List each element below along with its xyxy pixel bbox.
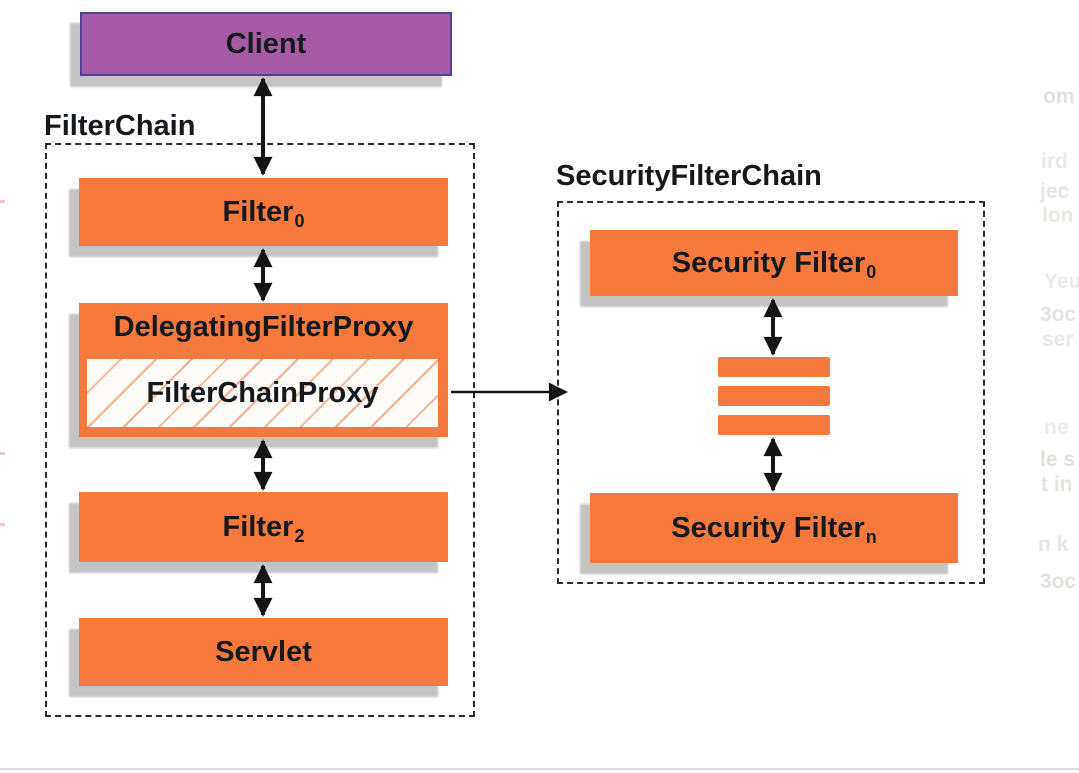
filterchain-title: FilterChain	[44, 110, 196, 142]
background-text-fragment: jec	[1040, 180, 1070, 203]
securityfilterchain-title: SecurityFilterChain	[556, 160, 822, 192]
filters-ellipsis-bar	[718, 357, 830, 377]
filter2-subscript: 2	[294, 525, 305, 546]
security-filter0-label: Security Filter	[671, 246, 866, 279]
filter2-label: Filter	[222, 510, 294, 543]
background-text-fragment: 3oc	[1040, 570, 1077, 593]
edge-mark	[0, 523, 5, 526]
client-node: Client	[80, 12, 452, 76]
edge-mark	[0, 200, 5, 203]
background-text-fragment: ird	[1041, 150, 1068, 173]
filters-ellipsis-bar	[718, 415, 830, 435]
delegating-filter-proxy-label: DelegatingFilterProxy	[113, 311, 414, 343]
servlet-node: Servlet	[79, 618, 448, 686]
security-filter0-subscript: 0	[866, 261, 877, 282]
background-text-fragment: Yeu	[1044, 270, 1079, 293]
background-text-fragment: t in	[1041, 473, 1073, 496]
servlet-label: Servlet	[215, 635, 312, 668]
filter0-label: Filter	[222, 195, 294, 228]
filter-chain-proxy-node: FilterChainProxy	[87, 359, 438, 427]
delegating-filter-proxy-node: DelegatingFilterProxy FilterChainProxy	[79, 303, 448, 437]
filter-chain-proxy-label: FilterChainProxy	[146, 376, 379, 409]
filters-ellipsis-bar	[718, 386, 830, 406]
security-filtern-subscript: n	[865, 526, 877, 547]
filter0-subscript: 0	[294, 210, 305, 231]
background-text-fragment: n k	[1038, 533, 1069, 556]
background-text-fragment: om	[1043, 85, 1075, 108]
background-text-fragment: ser	[1042, 328, 1074, 351]
background-text-fragment: ne	[1044, 416, 1069, 439]
background-text-fragment: lon	[1042, 204, 1074, 227]
bottom-divider	[0, 768, 1079, 770]
background-text-fragment: le s	[1040, 448, 1076, 471]
edge-mark	[0, 452, 5, 455]
client-label: Client	[225, 27, 307, 60]
background-text-fragment: 3oc	[1040, 303, 1077, 326]
security-filtern-label: Security Filter	[671, 511, 865, 544]
